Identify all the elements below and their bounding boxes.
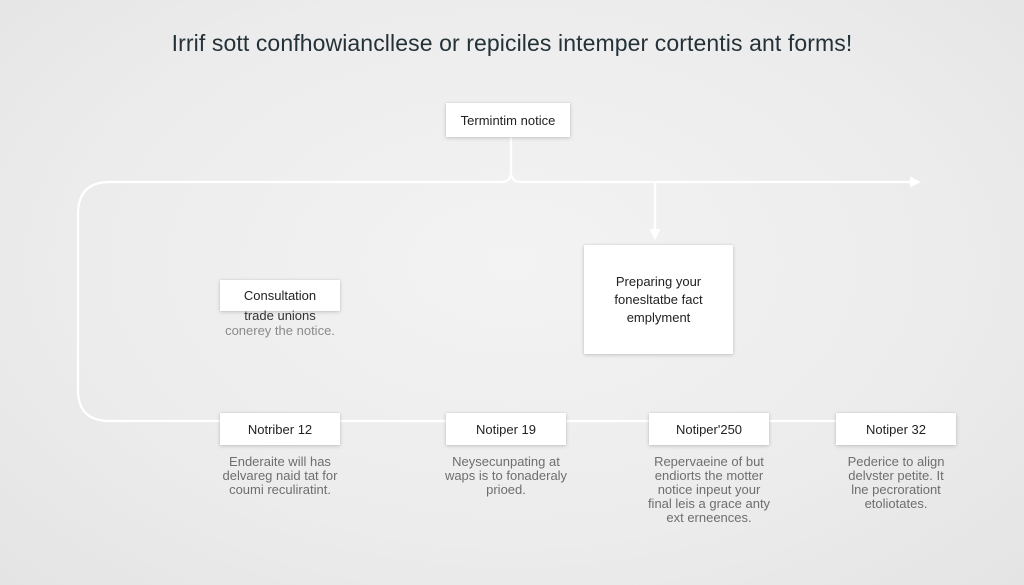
step-caption-3-line: final leis a grace anty bbox=[647, 496, 771, 511]
node-consultation-label: Consultation bbox=[243, 288, 317, 303]
step-caption-3-line: endiorts the motter bbox=[654, 468, 764, 483]
step-caption-4: Pederice to align delvster petite. It ln… bbox=[816, 455, 976, 511]
step-caption-4-line: lne pecrorationt bbox=[851, 482, 941, 497]
node-consultation: Consultation bbox=[220, 280, 340, 311]
step-caption-2: Neysecunpating at waps is to fonaderaly … bbox=[426, 455, 586, 497]
step-caption-1-line: coumi reculiratint. bbox=[229, 482, 331, 497]
step-caption-4-line: etoliotates. bbox=[864, 496, 928, 511]
step-caption-3: Repervaeine of but endiorts the motter n… bbox=[619, 455, 799, 525]
step-caption-3-line: notice inpeut your bbox=[657, 482, 761, 497]
step-node-4: Notiper 32 bbox=[836, 413, 956, 445]
step-caption-1: Enderaite will has delvareg naid tat for… bbox=[200, 455, 360, 497]
node-termination-notice-label: Termintim notice bbox=[460, 112, 556, 128]
consultation-line-2: trade unions bbox=[244, 308, 316, 323]
step-caption-3-line: Repervaeine of but bbox=[654, 454, 764, 469]
node-preparing: Preparing your fonesltatbe fact emplymen… bbox=[584, 245, 733, 354]
step-caption-1-line: Enderaite will has bbox=[229, 454, 331, 469]
step-caption-3-line: ext erneences. bbox=[666, 510, 752, 525]
step-node-3: Notiper'250 bbox=[649, 413, 769, 445]
arrowhead-down bbox=[649, 229, 661, 240]
consultation-subtext: trade unions conerey the notice. bbox=[200, 308, 360, 338]
consultation-line-3: conerey the notice. bbox=[225, 323, 335, 338]
step-node-1: Notriber 12 bbox=[220, 413, 340, 445]
step-caption-4-line: Pederice to align bbox=[847, 454, 945, 469]
node-termination-notice: Termintim notice bbox=[446, 103, 570, 137]
connector-left-loop bbox=[76, 180, 503, 423]
step-caption-2-line: waps is to fonaderaly bbox=[444, 468, 568, 483]
connector-top-stem-right bbox=[509, 170, 523, 184]
step-node-3-label: Notiper'250 bbox=[675, 421, 743, 437]
step-caption-2-line: prioed. bbox=[486, 482, 526, 497]
node-preparing-line-3: emplyment bbox=[626, 309, 691, 325]
arrowhead-right bbox=[910, 176, 921, 188]
step-caption-2-line: Neysecunpating at bbox=[452, 454, 560, 469]
step-caption-4-line: delvster petite. It bbox=[848, 468, 944, 483]
step-node-1-label: Notriber 12 bbox=[247, 421, 313, 437]
node-preparing-line-1: Preparing your bbox=[615, 273, 702, 289]
step-node-4-label: Notiper 32 bbox=[866, 421, 926, 437]
connector-top-stem bbox=[499, 135, 513, 184]
node-preparing-line-2: fonesltatbe fact bbox=[614, 291, 703, 307]
diagram-title: Irrif sott confhowiancllese or repiciles… bbox=[171, 30, 853, 56]
step-node-2: Notiper 19 bbox=[446, 413, 566, 445]
step-caption-1-line: delvareg naid tat for bbox=[222, 468, 338, 483]
step-node-2-label: Notiper 19 bbox=[476, 421, 536, 437]
